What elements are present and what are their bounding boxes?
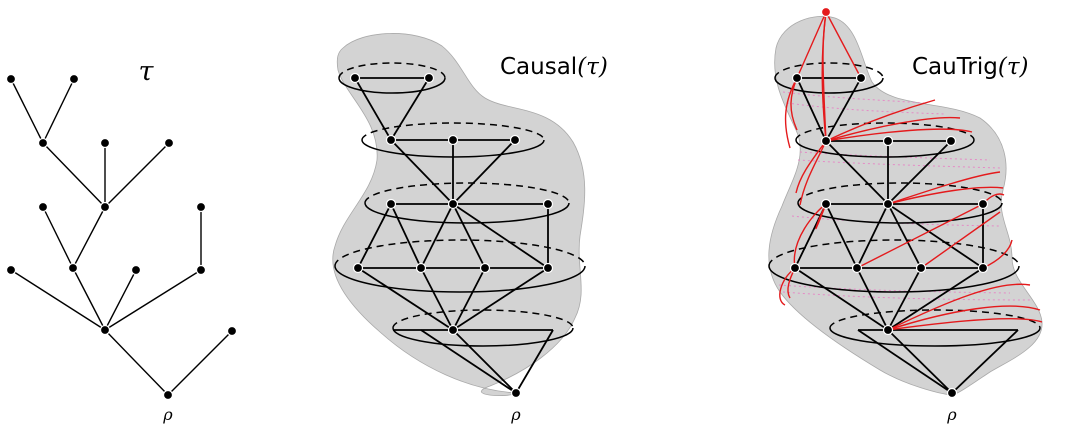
causal-nodes [349,72,554,399]
cautrig-surface [768,15,1043,396]
tree-title: τ [139,56,155,87]
cautrig-title-arg: (τ) [998,54,1029,80]
cautrig-root-label: ρ [946,405,957,424]
causal-panel [332,33,586,399]
causal-title-arg: (τ) [577,54,608,80]
cautrig-rings [768,62,1041,347]
cautrig-apex-node [820,6,832,18]
cautrig-panel [768,6,1043,399]
causal-rings [334,62,586,347]
causal-root-label: ρ [510,405,521,424]
tree-edges [10,78,233,396]
causal-edges [354,77,554,394]
causal-title: Causal(τ) [500,54,608,80]
tree-root-label: ρ [162,405,173,424]
cautrig-title-name: CauTrig [912,54,998,80]
causal-title-name: Causal [500,54,577,80]
tree-nodes [5,73,238,401]
cautrig-nodes [789,72,989,399]
tree-panel [5,73,238,401]
cautrig-title: CauTrig(τ) [912,54,1029,80]
